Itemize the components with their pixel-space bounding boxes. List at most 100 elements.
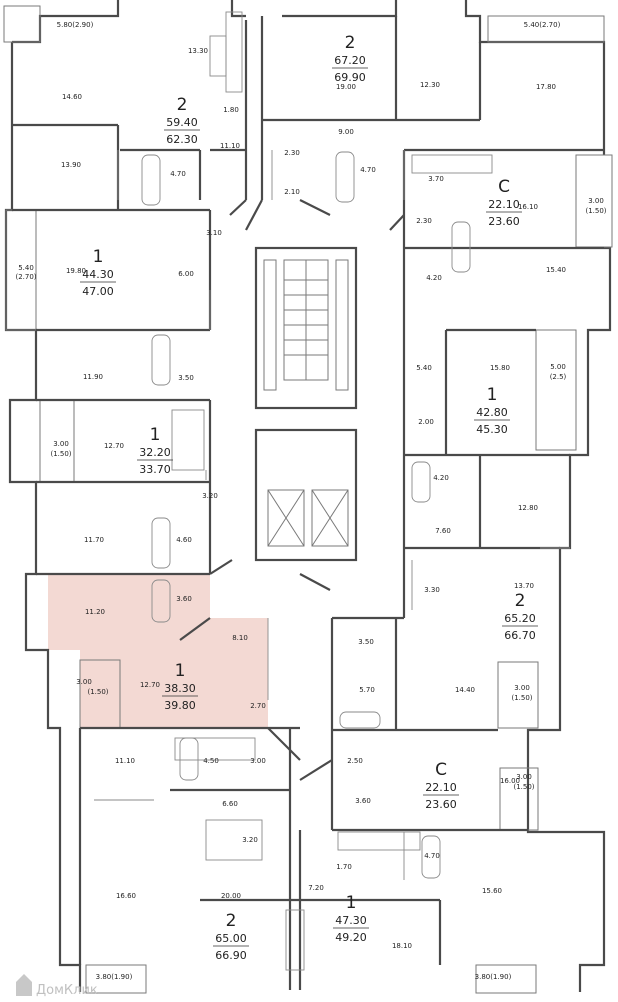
room-area-label: 13.70 bbox=[514, 582, 534, 590]
room-area-label: 3.60 bbox=[176, 595, 192, 603]
room-area-label: 3.00 bbox=[588, 197, 604, 205]
apartment-living-area: 22.10 bbox=[488, 198, 520, 211]
room-area-label: (1.50) bbox=[50, 450, 71, 458]
apartment-total-area: 62.30 bbox=[166, 133, 198, 146]
apartment-labels: 259.4062.30267.2069.90С22.1023.60144.304… bbox=[80, 33, 538, 962]
apartment-rooms: 2 bbox=[515, 591, 526, 611]
apartment-living-area: 22.10 bbox=[425, 781, 457, 794]
room-area-label: 15.40 bbox=[546, 266, 566, 274]
room-area-label: 3.20 bbox=[202, 492, 218, 500]
apartment-rooms: 2 bbox=[177, 95, 188, 115]
room-area-label: 15.60 bbox=[482, 887, 502, 895]
room-area-label: 12.30 bbox=[420, 81, 440, 89]
room-area-label: 19.00 bbox=[336, 83, 356, 91]
house-icon bbox=[16, 974, 32, 996]
building-outline bbox=[4, 0, 612, 992]
apartment-total-area: 47.00 bbox=[82, 285, 114, 298]
room-area-label: 2.50 bbox=[347, 757, 363, 765]
apartment-rooms: 1 bbox=[175, 661, 186, 681]
apartment-total-area: 66.70 bbox=[504, 629, 536, 642]
room-area-label: 7.60 bbox=[435, 527, 451, 535]
room-area-label: 8.10 bbox=[232, 634, 248, 642]
room-area-label: (1.50) bbox=[585, 207, 606, 215]
apartment-total-area: 23.60 bbox=[488, 215, 520, 228]
room-area-label: 14.40 bbox=[455, 686, 475, 694]
room-area-label: (1.50) bbox=[87, 688, 108, 696]
watermark-text: ДомКлик bbox=[36, 983, 98, 998]
apartment-living-area: 65.20 bbox=[504, 612, 536, 625]
apartment-living-area: 44.30 bbox=[82, 268, 114, 281]
room-area-label: 9.00 bbox=[338, 128, 354, 136]
room-area-label: 19.80 bbox=[66, 267, 86, 275]
room-area-label: 3.50 bbox=[178, 374, 194, 382]
room-area-label: 11.90 bbox=[83, 373, 103, 381]
elevator-core bbox=[254, 428, 358, 562]
room-area-label: 12.70 bbox=[140, 681, 160, 689]
selected-apartment-highlight[interactable] bbox=[48, 574, 268, 728]
apartment-4[interactable]: 144.30 47.00 bbox=[80, 247, 116, 298]
room-area-label: 5.00 bbox=[550, 363, 566, 371]
apartment-rooms: 2 bbox=[226, 911, 237, 931]
room-area-label: 12.80 bbox=[518, 504, 538, 512]
room-area-label: 11.10 bbox=[220, 142, 240, 150]
watermark: ДомКлик bbox=[16, 974, 98, 998]
apartment-total-area: 23.60 bbox=[425, 798, 457, 811]
room-area-label: (1.50) bbox=[513, 783, 534, 791]
room-area-label: 2.70 bbox=[250, 702, 266, 710]
room-area-label: 13.30 bbox=[188, 47, 208, 55]
apartment-rooms: 1 bbox=[93, 247, 104, 267]
room-area-label: 18.10 bbox=[392, 942, 412, 950]
room-area-label: 12.70 bbox=[104, 442, 124, 450]
room-area-label: 6.60 bbox=[222, 800, 238, 808]
room-area-label: 3.60 bbox=[355, 797, 371, 805]
room-area-label: (1.50) bbox=[511, 694, 532, 702]
apartment-rooms: 1 bbox=[150, 425, 161, 445]
room-area-label: 2.30 bbox=[416, 217, 432, 225]
balconies bbox=[3, 5, 613, 994]
room-area-label: 4.20 bbox=[433, 474, 449, 482]
room-area-label: 4.70 bbox=[170, 170, 186, 178]
room-area-label: 4.20 bbox=[426, 274, 442, 282]
room-area-label: 5.80(2.90) bbox=[57, 21, 94, 29]
room-area-label: 2.30 bbox=[284, 149, 300, 157]
room-area-label: 11.70 bbox=[84, 536, 104, 544]
apartment-9[interactable]: С22.10 23.60 bbox=[423, 760, 459, 811]
room-area-label: 3.00 bbox=[516, 773, 532, 781]
stair-core bbox=[254, 246, 358, 410]
room-area-label: 3.20 bbox=[242, 836, 258, 844]
apartment-living-area: 67.20 bbox=[334, 54, 366, 67]
room-area-label: 5.70 bbox=[359, 686, 375, 694]
room-area-label: 16.60 bbox=[116, 892, 136, 900]
apartment-rooms: 1 bbox=[346, 893, 357, 913]
apartment-rooms: С bbox=[435, 760, 447, 780]
room-area-label: 3.00 bbox=[76, 678, 92, 686]
apartment-living-area: 38.30 bbox=[164, 682, 196, 695]
room-area-label: 3.30 bbox=[424, 586, 440, 594]
room-area-label: 5.40(2.70) bbox=[524, 21, 561, 29]
room-area-label: (2.70) bbox=[15, 273, 36, 281]
apartment-living-area: 47.30 bbox=[335, 914, 367, 927]
room-area-label: 20.00 bbox=[221, 892, 241, 900]
room-area-label: 17.80 bbox=[536, 83, 556, 91]
apartment-total-area: 66.90 bbox=[215, 949, 247, 962]
room-area-label: 2.10 bbox=[284, 188, 300, 196]
room-area-label: 5.40 bbox=[18, 264, 34, 272]
room-area-label: 4.50 bbox=[203, 757, 219, 765]
room-area-label: 3.70 bbox=[428, 175, 444, 183]
room-labels: 5.80(2.90)13.3014.601.8011.1013.904.7019… bbox=[15, 21, 606, 981]
apartment-total-area: 33.70 bbox=[139, 463, 171, 476]
plumbing-fixtures bbox=[141, 11, 493, 971]
room-area-label: 2.00 bbox=[418, 418, 434, 426]
ventilation-hatches bbox=[94, 150, 570, 880]
apartment-7[interactable]: 265.20 66.70 bbox=[502, 591, 538, 642]
